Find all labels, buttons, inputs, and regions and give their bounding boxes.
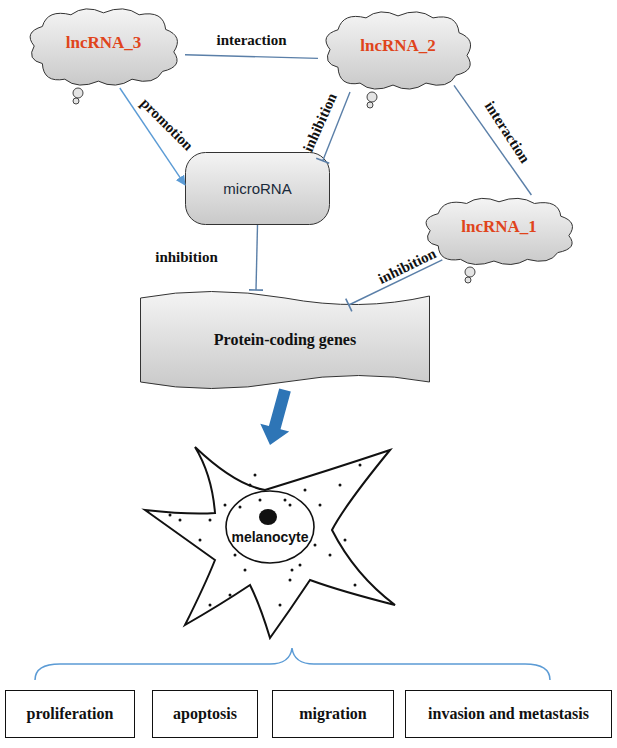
edge-label: promotion bbox=[137, 95, 197, 155]
edge-label: interaction bbox=[480, 98, 532, 166]
granule-dot bbox=[289, 504, 292, 507]
node-label: lncRNA_1 bbox=[461, 217, 537, 237]
nucleus-outline bbox=[226, 491, 314, 563]
thought-bubble bbox=[465, 267, 475, 277]
nucleolus bbox=[259, 509, 277, 525]
granule-dot bbox=[354, 584, 357, 587]
node-label: melanocyte bbox=[140, 529, 400, 545]
granule-dot bbox=[344, 539, 347, 542]
granule-dot bbox=[239, 506, 242, 509]
banner-outline bbox=[141, 292, 430, 389]
connector bbox=[256, 225, 258, 290]
granule-dot bbox=[289, 579, 292, 582]
outcome-box: invasion and metastasis bbox=[405, 690, 612, 738]
thought-bubble bbox=[367, 102, 373, 108]
connector bbox=[185, 55, 318, 59]
node-label: apoptosis bbox=[173, 705, 237, 723]
outcome-box: proliferation bbox=[5, 690, 135, 738]
thought-bubble bbox=[367, 92, 377, 102]
granule-dot bbox=[209, 604, 212, 607]
outcome-box: migration bbox=[272, 690, 394, 738]
granule-dot bbox=[329, 554, 332, 557]
edge-label: inhibition bbox=[300, 90, 341, 154]
granule-dot bbox=[199, 539, 202, 542]
rounded-outline bbox=[186, 153, 330, 225]
lncrna-cloud: lncRNA_2 bbox=[318, 8, 478, 92]
cloud-outline bbox=[30, 9, 177, 85]
granule-dot bbox=[169, 514, 172, 517]
lncrna-cloud: lncRNA_3 bbox=[22, 5, 185, 88]
curly-bracket bbox=[35, 648, 550, 680]
granule-dot bbox=[259, 499, 262, 502]
granule-dot bbox=[299, 564, 302, 567]
lncrna-cloud: lncRNA_1 bbox=[418, 195, 580, 267]
granule-dot bbox=[179, 519, 182, 522]
granule-dot bbox=[229, 594, 232, 597]
thought-bubble bbox=[73, 88, 83, 98]
granule-dot bbox=[284, 499, 287, 502]
outcome-box: apoptosis bbox=[152, 690, 258, 738]
thought-bubble bbox=[73, 98, 79, 104]
granule-dot bbox=[254, 474, 257, 477]
thought-bubble bbox=[465, 277, 471, 283]
node-label: Protein-coding genes bbox=[214, 331, 356, 349]
node-label: lncRNA_2 bbox=[360, 36, 436, 56]
granule-dot bbox=[249, 484, 252, 487]
edge-label: interaction bbox=[217, 32, 287, 49]
cloud-outline bbox=[326, 12, 471, 89]
granule-dot bbox=[244, 569, 247, 572]
granule-dot bbox=[224, 504, 227, 507]
edge-label: inhibition bbox=[375, 245, 439, 288]
melanocyte-cell: melanocyte bbox=[140, 445, 400, 640]
cloud-outline bbox=[426, 198, 572, 264]
granule-dot bbox=[359, 464, 362, 467]
granule-dot bbox=[209, 519, 212, 522]
granule-dot bbox=[279, 604, 282, 607]
granule-dot bbox=[319, 504, 322, 507]
granule-dot bbox=[304, 489, 307, 492]
granule-dot bbox=[339, 484, 342, 487]
granule-dot bbox=[291, 569, 294, 572]
node-label: microRNA bbox=[223, 180, 291, 197]
granule-dot bbox=[234, 554, 237, 557]
connector bbox=[260, 388, 291, 445]
granule-dot bbox=[314, 544, 317, 547]
microrna-box: microRNA bbox=[185, 152, 330, 225]
node-label: proliferation bbox=[27, 705, 114, 723]
node-label: migration bbox=[299, 705, 367, 723]
gene-banner: Protein-coding genes bbox=[140, 290, 430, 390]
edge-label: inhibition bbox=[155, 249, 218, 266]
node-label: invasion and metastasis bbox=[428, 705, 589, 723]
node-label: lncRNA_3 bbox=[66, 33, 142, 53]
